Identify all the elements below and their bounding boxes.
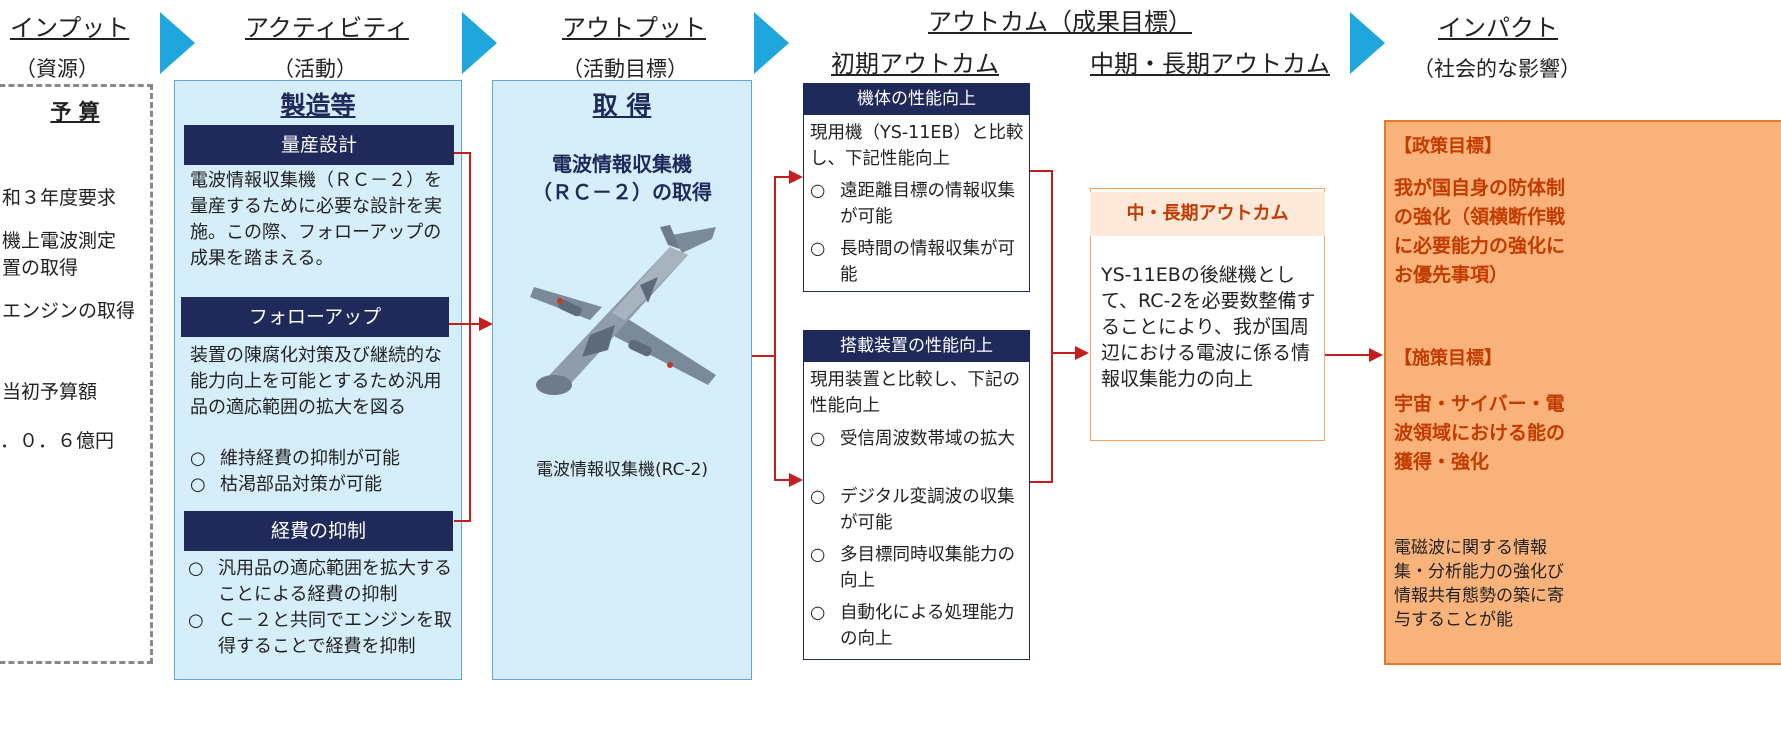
section-header-mass-design: 量産設計 [184,125,454,165]
bullet-icon: ○ [810,545,826,565]
section-header-follow-up: フォローアップ [181,297,449,337]
connector-early-top [1030,170,1052,172]
budget-line-4: エンジンの取得 [2,300,136,322]
bullet-icon: ○ [810,181,826,201]
budget-title: 予 算 [50,100,100,124]
arrowhead-to-mid [1075,346,1089,360]
activity-subheader: （活動） [273,57,357,81]
flow-arrow-4 [1350,12,1385,74]
section-header-cost-reduction: 経費の抑制 [184,511,453,551]
connector-activity-v [469,152,471,522]
impact-subheader: （社会的な影響） [1413,57,1581,81]
connector-activity-a [454,152,470,154]
connector-output-top [774,176,790,178]
section-text-follow-up: 装置の陳腐化対策及び継続的な能力向上を可能とするため汎用品の適応範囲の拡大を図る [190,345,442,418]
policy-goal-label: 【政策目標】 [1394,136,1502,157]
output-main-line-2: （ＲＣ－２）の取得 [532,180,712,204]
equipment-item-1: ○受信周波数帯域の拡大 [810,426,1025,452]
flow-arrow-3 [754,12,789,74]
connector-output-h [752,355,775,357]
early-outcome-header: 初期アウトカム [831,50,999,78]
activity-header: アクティビティ [245,14,409,42]
connector-to-impact [1325,354,1370,356]
budget-initial-label: 当初予算額 [2,381,98,403]
impact-box-inner: 【政策目標】 我が国自身の防体制の強化（領横断作戦に必要能力の強化にお優先事項）… [1386,122,1781,663]
activity-panel [174,80,462,680]
input-subheader: （資源） [15,57,99,81]
measure-goal-text: 宇宙・サイバー・電波領域における能の獲得・強化 [1394,393,1566,473]
bullet-icon: ○ [810,603,826,623]
follow-up-item-1: ○維持経費の抑制が可能 [190,446,448,472]
bullet-icon: ○ [190,474,206,495]
input-header: インプット [10,14,130,42]
flow-arrow-1 [160,12,195,74]
output-header: アウトプット [562,14,706,42]
connector-early-bottom [1030,481,1052,483]
equipment-item-4: ○自動化による処理能力の向上 [810,600,1025,652]
airframe-item-2: ○長時間の情報収集が可能 [810,236,1025,288]
connector-to-mid [1051,352,1076,354]
bullet-icon: ○ [188,558,204,579]
bullet-icon: ○ [810,429,826,449]
cost-item-2: ○Ｃ－２と共同でエンジンを取得することで経費を抑制 [188,608,456,660]
budget-line-1: 和３年度要求 [2,187,117,209]
bullet-icon: ○ [188,610,204,631]
arrowhead-to-impact [1369,348,1383,362]
bullet-icon: ○ [810,239,826,259]
connector-activity-b [454,520,470,522]
early-outcome-header-equipment: 搭載装置の性能向上 [803,330,1030,362]
budget-line-2: 機上電波測定 [2,230,117,252]
equipment-item-2: ○デジタル変調波の収集が可能 [810,484,1025,536]
bullet-icon: ○ [810,487,826,507]
policy-goal-text: 我が国自身の防体制の強化（領横断作戦に必要能力の強化にお優先事項） [1394,177,1566,286]
output-panel-title: 取 得 [592,91,652,120]
early-outcome-text-equipment: 現用装置と比較し、下記の性能向上 [810,370,1020,416]
early-outcome-text-airframe: 現用機（YS-11EB）と比較し、下記性能向上 [810,123,1024,169]
budget-initial-value: ．０．６億円 [0,430,115,452]
outcome-header: アウトカム（成果目標） [928,8,1192,36]
flow-arrow-2 [462,12,497,74]
airframe-item-1: ○遠距離目標の情報収集が可能 [810,178,1025,230]
impact-note-text: 電磁波に関する情報集・分析能力の強化び情報共有態勢の築に寄与することが能 [1394,538,1564,630]
connector-activity-mid [449,323,479,325]
mid-outcome-text: YS-11EBの後継機として、RC-2を必要数整備することにより、我が国周辺にお… [1101,264,1316,390]
activity-panel-title: 製造等 [280,91,356,120]
output-main-line-1: 電波情報収集機 [552,152,692,176]
connector-output-v [774,176,776,480]
early-outcome-box-airframe [803,83,1030,292]
connector-output-bottom [774,479,790,481]
arrowhead-to-equipment [789,473,803,487]
input-budget-box [0,84,153,664]
arrowhead-to-output [479,317,493,331]
output-subheader: （活動目標） [562,57,688,81]
mid-outcome-box-title: 中・長期アウトカム [1090,192,1325,236]
mid-outcome-header: 中期・長期アウトカム [1090,50,1330,78]
arrowhead-to-airframe [789,170,803,184]
equipment-item-3: ○多目標同時収集能力の向上 [810,542,1025,594]
measure-goal-label: 【施策目標】 [1394,348,1502,369]
budget-line-3: 置の取得 [2,257,79,279]
impact-box [1384,120,1781,665]
cost-item-1: ○汎用品の適応範囲を拡大することによる経費の抑制 [188,556,456,608]
section-text-mass-design: 電波情報収集機（ＲＣ－２）を量産するために必要な設計を実施。この際、フォローアッ… [190,170,442,269]
connector-early-v [1051,170,1053,483]
follow-up-item-2: ○枯渇部品対策が可能 [190,472,448,498]
bullet-icon: ○ [190,448,206,469]
impact-header: インパクト [1438,14,1558,42]
early-outcome-header-airframe: 機体の性能向上 [803,83,1030,115]
rc2-aircraft-image [530,225,716,395]
aircraft-caption: 電波情報収集機(RC-2) [535,460,709,480]
